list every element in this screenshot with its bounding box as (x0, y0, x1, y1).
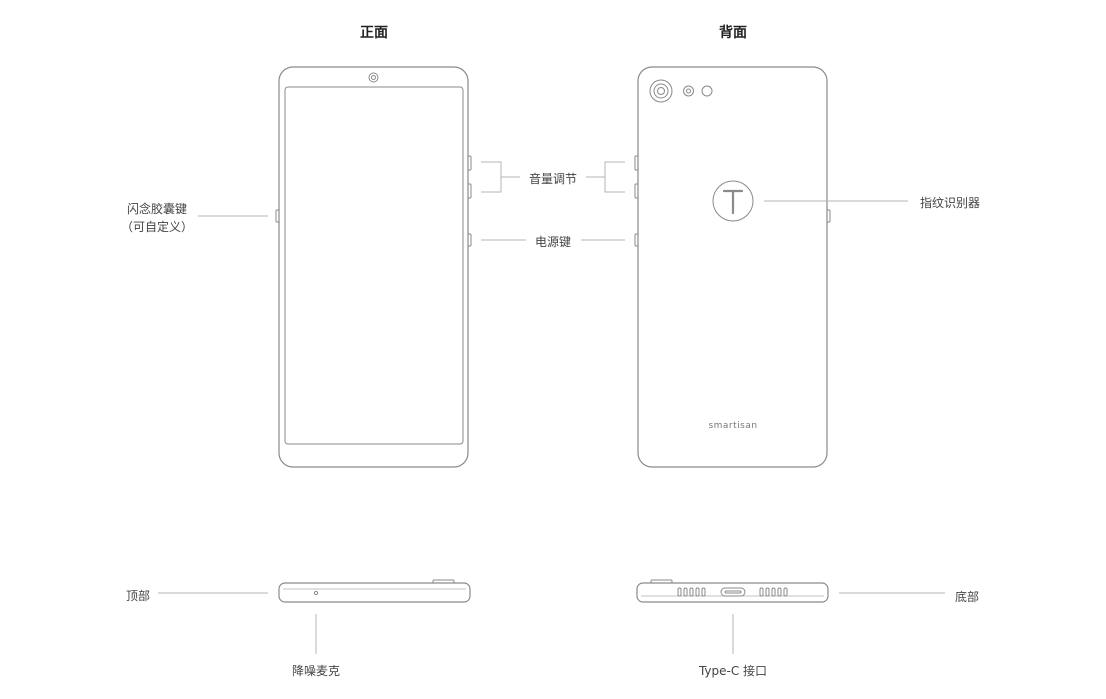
leader-volume-left (481, 161, 502, 193)
fingerprint-sensor-icon (712, 180, 754, 222)
back-shortcut-key (826, 209, 831, 223)
bottom-edge-view (636, 579, 829, 603)
back-view-title: 背面 (719, 25, 747, 41)
label-shortcut-key: 闪念胶囊键 （可自定义） (121, 200, 193, 236)
noise-mic-hole-icon (313, 590, 319, 596)
main-camera-icon (649, 79, 673, 103)
front-volume-up (467, 155, 472, 171)
main-camera-lens (657, 87, 665, 95)
front-volume-down (467, 183, 472, 199)
back-volume-down (634, 183, 639, 199)
typec-port-inner (724, 590, 742, 594)
front-screen (284, 86, 464, 445)
flash-icon (683, 85, 694, 97)
speaker-grille-left (677, 587, 706, 597)
bottom-edge-button (650, 579, 673, 584)
back-power-key (634, 233, 639, 247)
main-camera-ring (653, 83, 669, 99)
front-phone (275, 66, 472, 468)
back-phone-body (637, 66, 828, 468)
bottom-edge-body (636, 582, 829, 603)
front-phone-body (278, 66, 469, 468)
label-top: 顶部 (126, 589, 151, 603)
top-edge-body (278, 582, 471, 603)
top-edge-view (278, 579, 471, 603)
front-camera-lens (371, 75, 376, 80)
typec-port-icon (720, 587, 746, 597)
smartisan-logo: smartisan (708, 421, 758, 431)
label-fingerprint: 指纹识别器 (920, 196, 981, 210)
label-typec: Type-C 接口 (698, 664, 768, 678)
t-logo-icon (722, 189, 744, 215)
speaker-grille-right (759, 587, 788, 597)
back-volume-up (634, 155, 639, 171)
front-power-key (467, 233, 472, 247)
label-noise-mic: 降噪麦克 (291, 664, 341, 678)
label-bottom: 底部 (955, 590, 980, 604)
front-view-title: 正面 (360, 25, 388, 41)
leader-lines (158, 161, 945, 654)
label-shortcut-line1: 闪念胶囊键 (126, 202, 188, 216)
label-shortcut-line2: （可自定义） (120, 220, 194, 234)
front-camera-icon (368, 72, 379, 83)
top-edge-button (432, 579, 455, 584)
flash-inner (686, 88, 691, 94)
sensor-icon (701, 85, 713, 97)
label-power: 电源键 (534, 235, 572, 249)
shortcut-key (275, 209, 280, 223)
label-volume: 音量调节 (528, 172, 578, 186)
leader-volume-right (604, 161, 625, 193)
back-phone (634, 66, 831, 468)
